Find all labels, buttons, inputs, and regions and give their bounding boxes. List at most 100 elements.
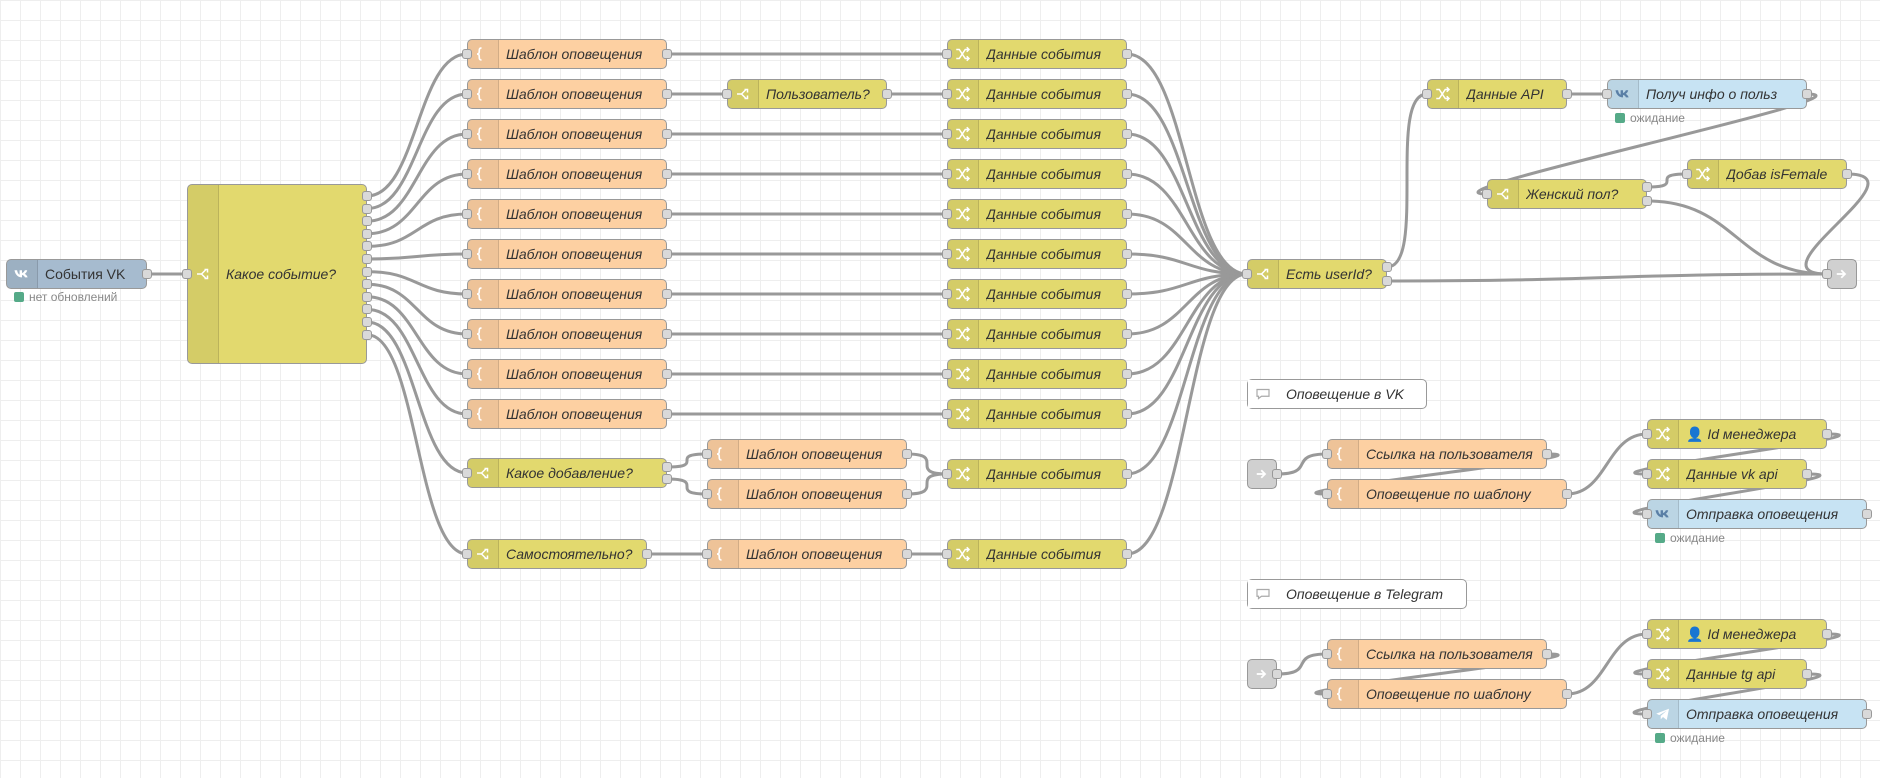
output-port[interactable]	[662, 129, 672, 139]
node-add-isfemale[interactable]: Добав isFemale	[1687, 159, 1847, 189]
wire-switch-tpl[interactable]	[366, 307, 468, 416]
input-port[interactable]	[1682, 169, 1692, 179]
wire-tg-userlink-tpl[interactable]	[1314, 652, 1560, 696]
output-port[interactable]	[662, 462, 672, 472]
wire-ev-has-userid[interactable]	[1126, 272, 1248, 416]
wire-switch-tpl[interactable]	[366, 132, 468, 223]
input-port[interactable]	[462, 329, 472, 339]
output-port[interactable]	[1122, 289, 1132, 299]
output-port[interactable]	[142, 269, 152, 279]
wire-switch-tpl[interactable]	[366, 252, 468, 261]
node-tpl-5[interactable]: Шаблон оповещения	[467, 199, 667, 229]
node-ev-11[interactable]: Данные события	[947, 459, 1127, 489]
output-port[interactable]	[1122, 469, 1132, 479]
wire-add-tpl1[interactable]	[666, 452, 708, 469]
node-vk-send[interactable]: Отправка оповещения	[1647, 499, 1867, 529]
input-port[interactable]	[1642, 469, 1652, 479]
wire-vk-manager-api[interactable]	[1633, 432, 1841, 476]
output-port[interactable]	[1382, 262, 1392, 272]
output-port[interactable]	[1382, 276, 1392, 286]
output-port[interactable]	[1642, 196, 1652, 206]
output-port[interactable]	[902, 489, 912, 499]
output-port[interactable]	[1562, 489, 1572, 499]
wire-ev-has-userid[interactable]	[1126, 272, 1248, 376]
output-port[interactable]	[1822, 629, 1832, 639]
output-port[interactable]	[1542, 449, 1552, 459]
output-port[interactable]	[1802, 89, 1812, 99]
output-port[interactable]	[662, 249, 672, 259]
output-port[interactable]	[662, 49, 672, 59]
output-port[interactable]	[1862, 509, 1872, 519]
output-port[interactable]	[362, 317, 372, 327]
output-port[interactable]	[662, 89, 672, 99]
output-port[interactable]	[662, 289, 672, 299]
input-port[interactable]	[722, 89, 732, 99]
output-port[interactable]	[1272, 669, 1282, 679]
wire-switch-tpl[interactable]	[366, 295, 468, 376]
node-self-q[interactable]: Самостоятельно?	[467, 539, 647, 569]
node-tpl-self[interactable]: Шаблон оповещения	[707, 539, 907, 569]
node-vk-events[interactable]: События VK	[6, 259, 147, 289]
output-port[interactable]	[662, 369, 672, 379]
output-port[interactable]	[1122, 549, 1132, 559]
output-port[interactable]	[1122, 409, 1132, 419]
node-tpl-6[interactable]: Шаблон оповещения	[467, 239, 667, 269]
node-user-q[interactable]: Пользователь?	[727, 79, 887, 109]
input-port[interactable]	[1322, 449, 1332, 459]
input-port[interactable]	[1242, 269, 1252, 279]
node-ev-3[interactable]: Данные события	[947, 119, 1127, 149]
output-port[interactable]	[662, 409, 672, 419]
node-tpl-2[interactable]: Шаблон оповещения	[467, 79, 667, 109]
node-tg-tpl-notify[interactable]: Оповещение по шаблону	[1327, 679, 1567, 709]
wire-ev-has-userid[interactable]	[1126, 172, 1248, 276]
wire-tg-tpl-manager[interactable]	[1566, 632, 1648, 696]
wire-switch-self[interactable]	[366, 333, 468, 556]
input-port[interactable]	[182, 269, 192, 279]
output-port[interactable]	[1122, 209, 1132, 219]
wire-switch-add[interactable]	[366, 320, 468, 475]
output-port[interactable]	[662, 329, 672, 339]
wire-add-tpl2[interactable]	[666, 477, 708, 496]
output-port[interactable]	[362, 304, 372, 315]
input-port[interactable]	[702, 449, 712, 459]
node-tg-send[interactable]: Отправка оповещения	[1647, 699, 1867, 729]
output-port[interactable]	[902, 449, 912, 459]
input-port[interactable]	[1642, 669, 1652, 679]
output-port[interactable]	[1822, 429, 1832, 439]
output-port[interactable]	[1122, 369, 1132, 379]
output-port[interactable]	[362, 191, 372, 201]
input-port[interactable]	[942, 469, 952, 479]
wire-info-female[interactable]	[1476, 92, 1818, 196]
input-port[interactable]	[462, 129, 472, 139]
input-port[interactable]	[942, 249, 952, 259]
node-tg-manager-id[interactable]: 👤 Id менеджера	[1647, 619, 1827, 649]
wire-add-link[interactable]	[1804, 172, 1870, 276]
node-ev-1[interactable]: Данные события	[947, 39, 1127, 69]
input-port[interactable]	[1322, 649, 1332, 659]
node-ev-9[interactable]: Данные события	[947, 359, 1127, 389]
node-vk-user-link[interactable]: Ссылка на пользователя	[1327, 439, 1547, 469]
input-port[interactable]	[462, 468, 472, 478]
wire-vk-tpl-manager[interactable]	[1566, 432, 1648, 496]
node-ev-2[interactable]: Данные события	[947, 79, 1127, 109]
wire-ev-has-userid[interactable]	[1126, 272, 1248, 476]
input-port[interactable]	[942, 289, 952, 299]
output-port[interactable]	[362, 241, 372, 252]
node-tpl-7[interactable]: Шаблон оповещения	[467, 279, 667, 309]
input-port[interactable]	[462, 409, 472, 419]
node-vk-manager-id[interactable]: 👤 Id менеджера	[1647, 419, 1827, 449]
wire-tpl2-ev[interactable]	[906, 472, 948, 496]
output-port[interactable]	[1542, 649, 1552, 659]
node-tpl-8[interactable]: Шаблон оповещения	[467, 319, 667, 349]
wire-switch-tpl[interactable]	[366, 282, 468, 336]
output-port[interactable]	[662, 169, 672, 179]
wire-vk-userlink-tpl[interactable]	[1314, 452, 1560, 496]
output-port[interactable]	[1842, 169, 1852, 179]
output-port[interactable]	[1802, 469, 1812, 479]
wire-switch-tpl[interactable]	[366, 212, 468, 248]
input-port[interactable]	[942, 209, 952, 219]
output-port[interactable]	[662, 474, 672, 484]
output-port[interactable]	[362, 266, 372, 277]
input-port[interactable]	[1642, 429, 1652, 439]
input-port[interactable]	[942, 169, 952, 179]
